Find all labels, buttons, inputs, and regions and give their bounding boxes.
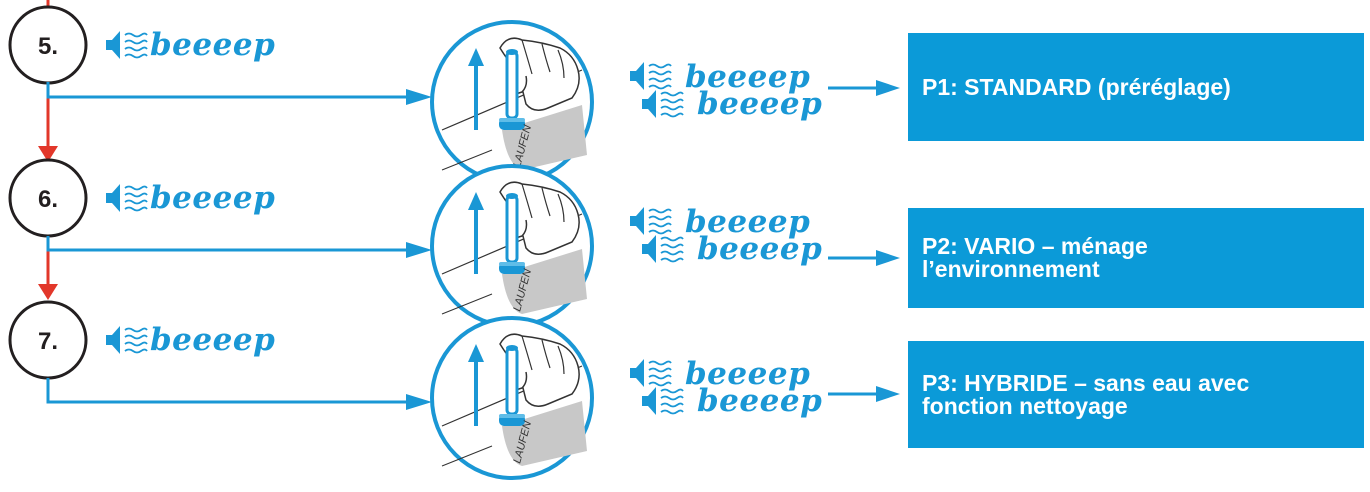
speaker-icon <box>105 325 148 355</box>
step-number: 6. <box>38 186 58 213</box>
blue-arrowhead <box>876 80 900 96</box>
blue-arrowhead <box>876 386 900 402</box>
speaker-icon <box>105 30 148 60</box>
speaker-icon <box>629 358 672 388</box>
blue-connector <box>46 378 408 404</box>
beep-text: beeeep <box>697 231 822 267</box>
blue-arrowhead <box>876 250 900 266</box>
speaker-icon <box>629 61 672 91</box>
speaker-icon <box>641 89 684 119</box>
red-arrowhead-6 <box>38 146 58 162</box>
step-row-6: 6. beeeep <box>8 158 432 258</box>
blue-connector <box>46 236 408 252</box>
confirm-beeps-3: beeeep beeeep <box>629 356 900 419</box>
program-label: P2: VARIO – ménage l’environnement <box>922 233 1148 282</box>
confirm-beeps-1: beeeep beeeep <box>629 59 900 122</box>
program-box-p1: P1: STANDARD (préréglage) <box>908 33 1364 141</box>
program-label: P1: STANDARD (préréglage) <box>922 73 1231 100</box>
speaker-icon <box>641 386 684 416</box>
hand-illustration-3: LAUFEN <box>430 316 594 480</box>
step-row-7: 7. beeeep <box>8 300 432 410</box>
blue-arrowhead <box>406 394 432 410</box>
beep-text: beeeep <box>150 27 275 63</box>
confirm-beeps-2: beeeep beeeep <box>629 204 900 267</box>
beep-text: beeeep <box>697 86 822 122</box>
speaker-icon <box>105 183 148 213</box>
program-box-p3: P3: HYBRIDE – sans eau avec fonction net… <box>908 341 1364 448</box>
speaker-icon <box>629 206 672 236</box>
beep-text: beeeep <box>685 204 810 240</box>
beep-text: beeeep <box>685 356 810 392</box>
blue-connector <box>46 82 408 99</box>
step-number: 7. <box>38 328 58 355</box>
beep-text: beeeep <box>150 180 275 216</box>
beep-text: beeeep <box>150 322 275 358</box>
step-row-5: 5. beeeep <box>8 5 432 105</box>
speaker-icon <box>641 234 684 264</box>
blue-arrowhead <box>406 242 432 258</box>
blue-arrowhead <box>406 89 432 105</box>
program-box-p2: P2: VARIO – ménage l’environnement <box>908 208 1364 308</box>
step-number: 5. <box>38 33 58 60</box>
red-arrowhead-7 <box>38 284 58 300</box>
hand-illustration-1: LAUFEN <box>430 20 594 184</box>
beep-text: beeeep <box>685 59 810 95</box>
program-label: P3: HYBRIDE – sans eau avec fonction net… <box>922 369 1250 419</box>
hand-illustration-2: LAUFEN <box>430 164 594 328</box>
beep-text: beeeep <box>697 383 822 419</box>
